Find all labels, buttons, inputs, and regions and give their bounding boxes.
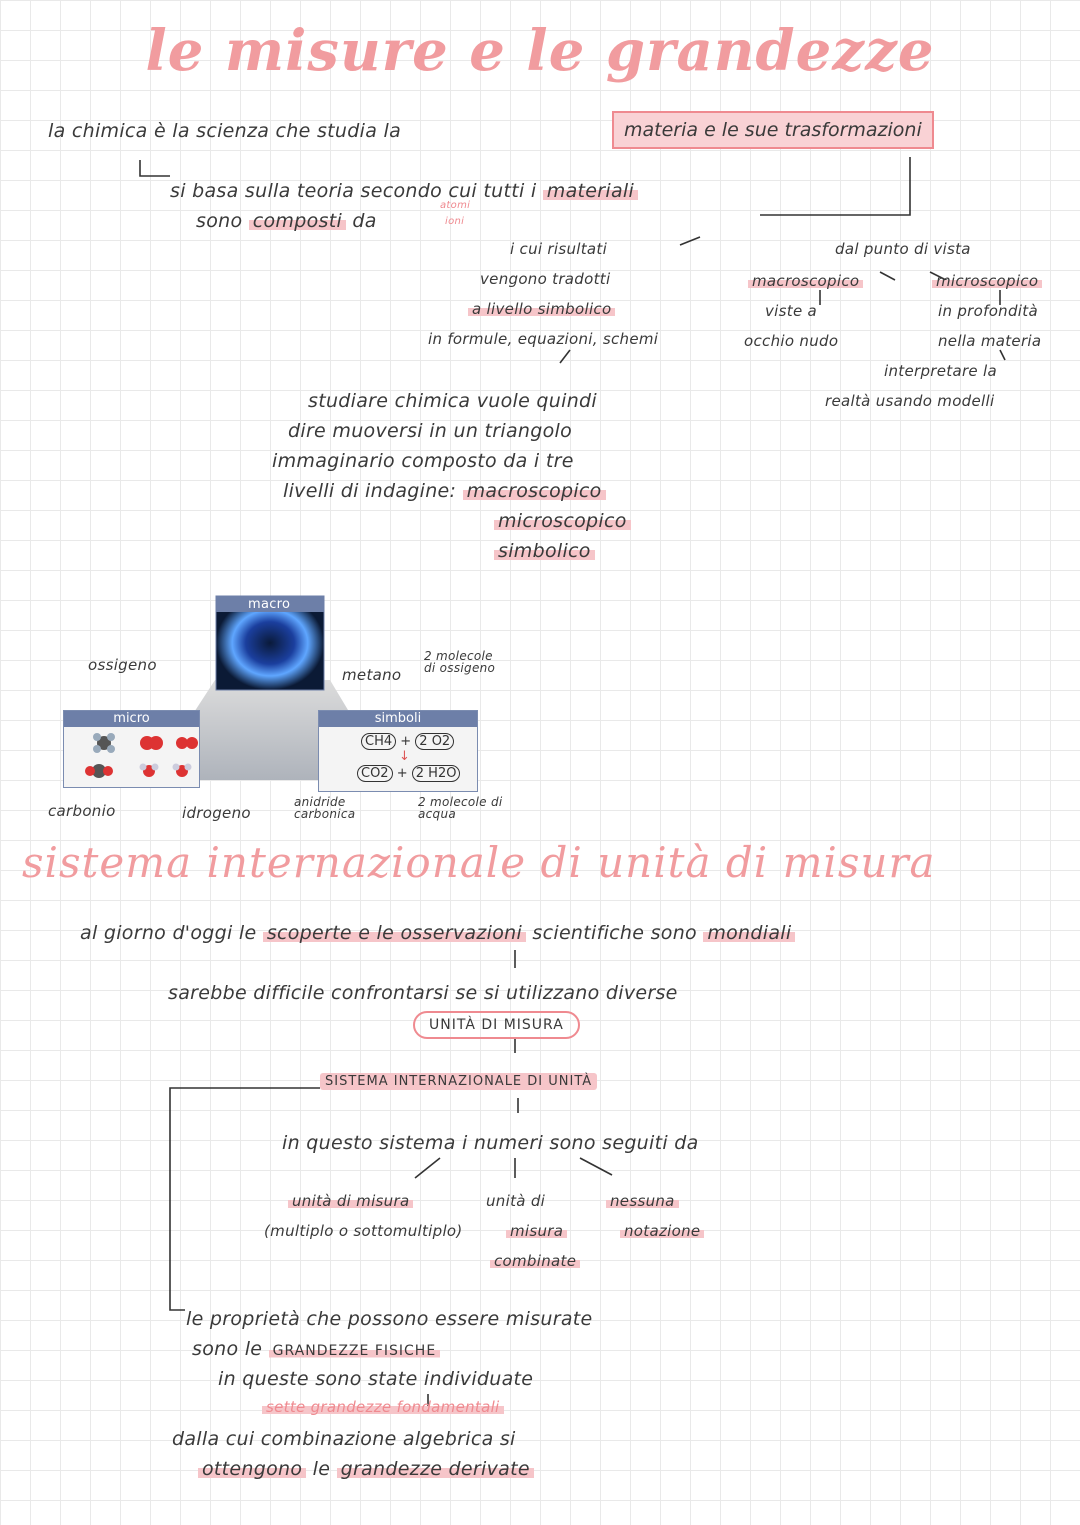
symbolic-line-4: in formule, equazioni, schemi [428, 330, 659, 348]
label-molecole-ossigeno: 2 molecole di ossigeno [424, 649, 496, 675]
page-title: le misure e le grandezze [145, 18, 935, 84]
subject-chimica: la chimica [48, 120, 148, 142]
unit-oval: UNITÀ DI MISURA [413, 1011, 580, 1039]
symbolic-line-1: i cui risultati [510, 240, 608, 258]
label-molecole-acqua: 2 molecole di acqua [418, 795, 503, 821]
props-line-4: sette grandezze fondamentali [262, 1398, 504, 1416]
macro-desc-2: occhio nudo [744, 332, 839, 350]
panel-micro: micro [63, 710, 200, 788]
props-line-2: sono le GRANDEZZE FISICHE [192, 1338, 441, 1360]
level-microscopico: microscopico [494, 510, 631, 532]
triangle-line-2: dire muoversi in un triangolo [288, 420, 573, 442]
si-line-3: in questo sistema i numeri sono seguiti … [282, 1132, 699, 1154]
intro-line-3: sono composti da [196, 210, 377, 232]
si-line-1: al giorno d'oggi le scoperte e le osserv… [80, 922, 796, 944]
branch-1-b: (multiplo o sottomultiplo) [264, 1222, 463, 1240]
branch-3-b: notazione [620, 1222, 705, 1240]
highlight-composti: composti [248, 210, 347, 232]
label-ossigeno: ossigeno [88, 656, 157, 674]
props-line-6: ottengono le grandezze derivate [198, 1458, 534, 1480]
note-ioni: ioni [445, 216, 465, 227]
label-anidride: anidride carbonica [294, 795, 356, 821]
si-line-2: sarebbe difficile confrontarsi se si uti… [168, 982, 678, 1004]
key-definition-box: materia e le sue trasformazioni [612, 111, 934, 149]
highlight-grandezze-fisiche: GRANDEZZE FISICHE [268, 1343, 441, 1359]
branch-3-a: nessuna [606, 1192, 679, 1210]
micro-desc-1: in profondità [938, 302, 1038, 320]
note-atomi: atomi [440, 200, 471, 211]
intro-line-1: la chimica è la scienza che studia la [48, 120, 402, 142]
branch-2-c: combinate [490, 1252, 581, 1270]
triangle-line-1: studiare chimica vuole quindi [308, 390, 597, 412]
viewpoint-macro: macroscopico [748, 272, 864, 290]
panel-simboli: simboli CH4 + 2 O2 ↓ CO2 + 2 H2O [318, 710, 478, 792]
branch-2-a: unità di [486, 1192, 546, 1210]
molecule-models [85, 733, 198, 778]
props-line-5: dalla cui combinazione algebrica si [172, 1428, 516, 1450]
level-macroscopico: macroscopico [462, 480, 606, 502]
level-simbolico: simbolico [494, 540, 595, 562]
section-heading: sistema internazionale di unità di misur… [22, 838, 936, 887]
viewpoint-micro: microscopico [932, 272, 1043, 290]
intro-line-2: si basa sulla teoria secondo cui tutti i… [170, 180, 639, 202]
chemistry-triangle-diagram: macro micro simboli CH4 + 2 O2 ↓ CO2 + 2… [40, 590, 540, 830]
branch-2-b: misura [506, 1222, 568, 1240]
micro-desc-4: realtà usando modelli [825, 392, 995, 410]
label-carbonio: carbonio [48, 802, 116, 820]
props-line-3: in queste sono state individuate [218, 1368, 534, 1390]
label-idrogeno: idrogeno [182, 804, 251, 822]
panel-micro-label: micro [64, 711, 199, 727]
equation-reactants: CH4 + 2 O2 [361, 733, 455, 750]
props-line-1: le proprietà che possono essere misurate [186, 1308, 593, 1330]
macro-desc-1: viste a [765, 302, 818, 320]
system-banner: SISTEMA INTERNAZIONALE DI UNITÀ [320, 1073, 598, 1090]
symbolic-line-2: vengono tradotti [480, 270, 611, 288]
micro-desc-2: nella materia [938, 332, 1042, 350]
highlight-materiali: materiali [542, 180, 639, 202]
triangle-line-3: immaginario composto da i tre [272, 450, 574, 472]
triangle-line-4: livelli di indagine: macroscopico [283, 480, 606, 502]
viewpoint-head: dal punto di vista [835, 240, 971, 258]
panel-simboli-label: simboli [319, 711, 477, 727]
equation-products: CO2 + 2 H2O [357, 765, 461, 782]
micro-desc-3: interpretare la [884, 362, 997, 380]
label-metano: metano [342, 666, 402, 684]
branch-1-a: unità di misura [288, 1192, 414, 1210]
symbolic-line-3: a livello simbolico [468, 300, 616, 318]
panel-macro-label: macro [248, 597, 291, 612]
reaction-arrow-icon: ↓ [399, 749, 410, 764]
